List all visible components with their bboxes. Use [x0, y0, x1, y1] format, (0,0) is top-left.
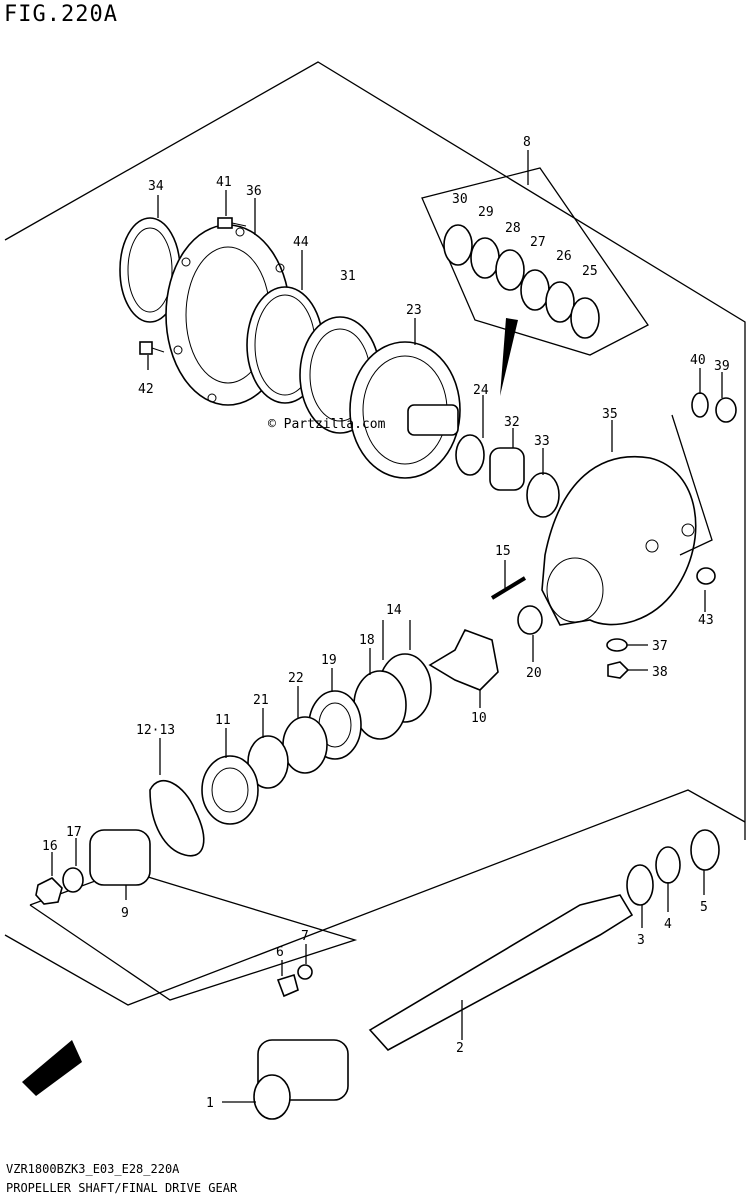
callout-4: 4 [664, 917, 672, 932]
bearing-32 [489, 447, 525, 491]
callout-36: 36 [246, 184, 262, 199]
callout-10: 10 [471, 711, 487, 726]
bearing-22 [282, 716, 328, 774]
callout-39: 39 [714, 359, 730, 374]
gasket-12-13 [149, 779, 205, 857]
callout-3: 3 [637, 933, 645, 948]
callout-1: 1 [206, 1096, 214, 1111]
callout-15: 15 [495, 544, 511, 559]
shim-18 [353, 670, 407, 740]
footer-code: VZR1800BZK3_E03_E28_220A [6, 1162, 180, 1176]
callout-7: 7 [301, 929, 309, 944]
washer-17 [62, 867, 84, 893]
gear-housing-35 [541, 456, 697, 626]
callout-44: 44 [293, 235, 309, 250]
ring-24 [455, 434, 485, 476]
callout-8: 8 [523, 135, 531, 150]
nut-16 [35, 877, 63, 905]
callout-18: 18 [359, 633, 375, 648]
bearing-20 [517, 605, 543, 635]
fwd-arrow-icon [22, 1040, 82, 1096]
bolt-6 [276, 973, 299, 998]
washer-7 [297, 964, 313, 980]
callout-41: 41 [216, 175, 232, 190]
callout-30: 30 [452, 192, 468, 207]
ring-29 [470, 237, 500, 279]
bolt-42 [139, 341, 153, 355]
spring-5 [690, 829, 720, 871]
callout-6: 6 [276, 945, 284, 960]
callout-43: 43 [698, 613, 714, 628]
callout-32: 32 [504, 415, 520, 430]
callout-40: 40 [690, 353, 706, 368]
seal-33 [526, 472, 560, 518]
nut-38 [607, 661, 630, 679]
callout-23: 23 [406, 303, 422, 318]
callout-38: 38 [652, 665, 668, 680]
callout-2: 2 [456, 1041, 464, 1056]
callout-34: 34 [148, 179, 164, 194]
ring-3 [626, 864, 654, 906]
ring-25 [570, 297, 600, 339]
callout-21: 21 [253, 693, 269, 708]
callout-16: 16 [42, 839, 58, 854]
callout-9: 9 [121, 906, 129, 921]
ring-set-box [421, 167, 649, 356]
callout-35: 35 [602, 407, 618, 422]
ring-21 [247, 735, 289, 789]
footer-title: PROPELLER SHAFT/FINAL DRIVE GEAR [6, 1181, 238, 1195]
inner-group-frame [29, 869, 358, 1001]
ring-27 [520, 269, 550, 311]
plug-39 [715, 397, 737, 423]
assembly-frame-lower [4, 789, 746, 1006]
callout-29: 29 [478, 205, 494, 220]
callout-22: 22 [288, 671, 304, 686]
bolt-41 [217, 217, 233, 229]
callout-26: 26 [556, 249, 572, 264]
drain-bolt-43 [696, 567, 716, 585]
ring-30 [443, 224, 473, 266]
callout-11: 11 [215, 713, 231, 728]
callout-42: 42 [138, 382, 154, 397]
callout-19: 19 [321, 653, 337, 668]
assembly-frame [4, 61, 746, 840]
ring-28 [495, 249, 525, 291]
stud-15 [490, 576, 527, 600]
nut-11 [201, 755, 259, 825]
watermark: © Partzilla.com [268, 417, 386, 432]
propeller-shaft-2 [368, 894, 634, 1052]
figure-title: FIG.220A [4, 2, 118, 27]
callout-17: 17 [66, 825, 82, 840]
pointer-arrow [500, 318, 518, 396]
callout-24: 24 [473, 383, 489, 398]
callout-25: 25 [582, 264, 598, 279]
boot-9 [89, 829, 151, 886]
oring-40 [691, 392, 709, 418]
washer-37 [606, 638, 628, 652]
callout-5: 5 [700, 900, 708, 915]
callout-12-13: 12·13 [136, 723, 175, 738]
callout-20: 20 [526, 666, 542, 681]
callout-33: 33 [534, 434, 550, 449]
pinion-gear-10 [428, 629, 499, 691]
clip-4 [655, 846, 681, 884]
callout-27: 27 [530, 235, 546, 250]
callout-37: 37 [652, 639, 668, 654]
ring-26 [545, 281, 575, 323]
callout-14: 14 [386, 603, 402, 618]
leader-lines [51, 190, 723, 1103]
callout-31: 31 [340, 269, 356, 284]
callout-numbers: 1 2 3 4 5 6 7 8 9 10 11 12·13 14 15 16 1… [42, 135, 730, 1111]
callout-28: 28 [505, 221, 521, 236]
ring-gear-23 [349, 341, 461, 479]
